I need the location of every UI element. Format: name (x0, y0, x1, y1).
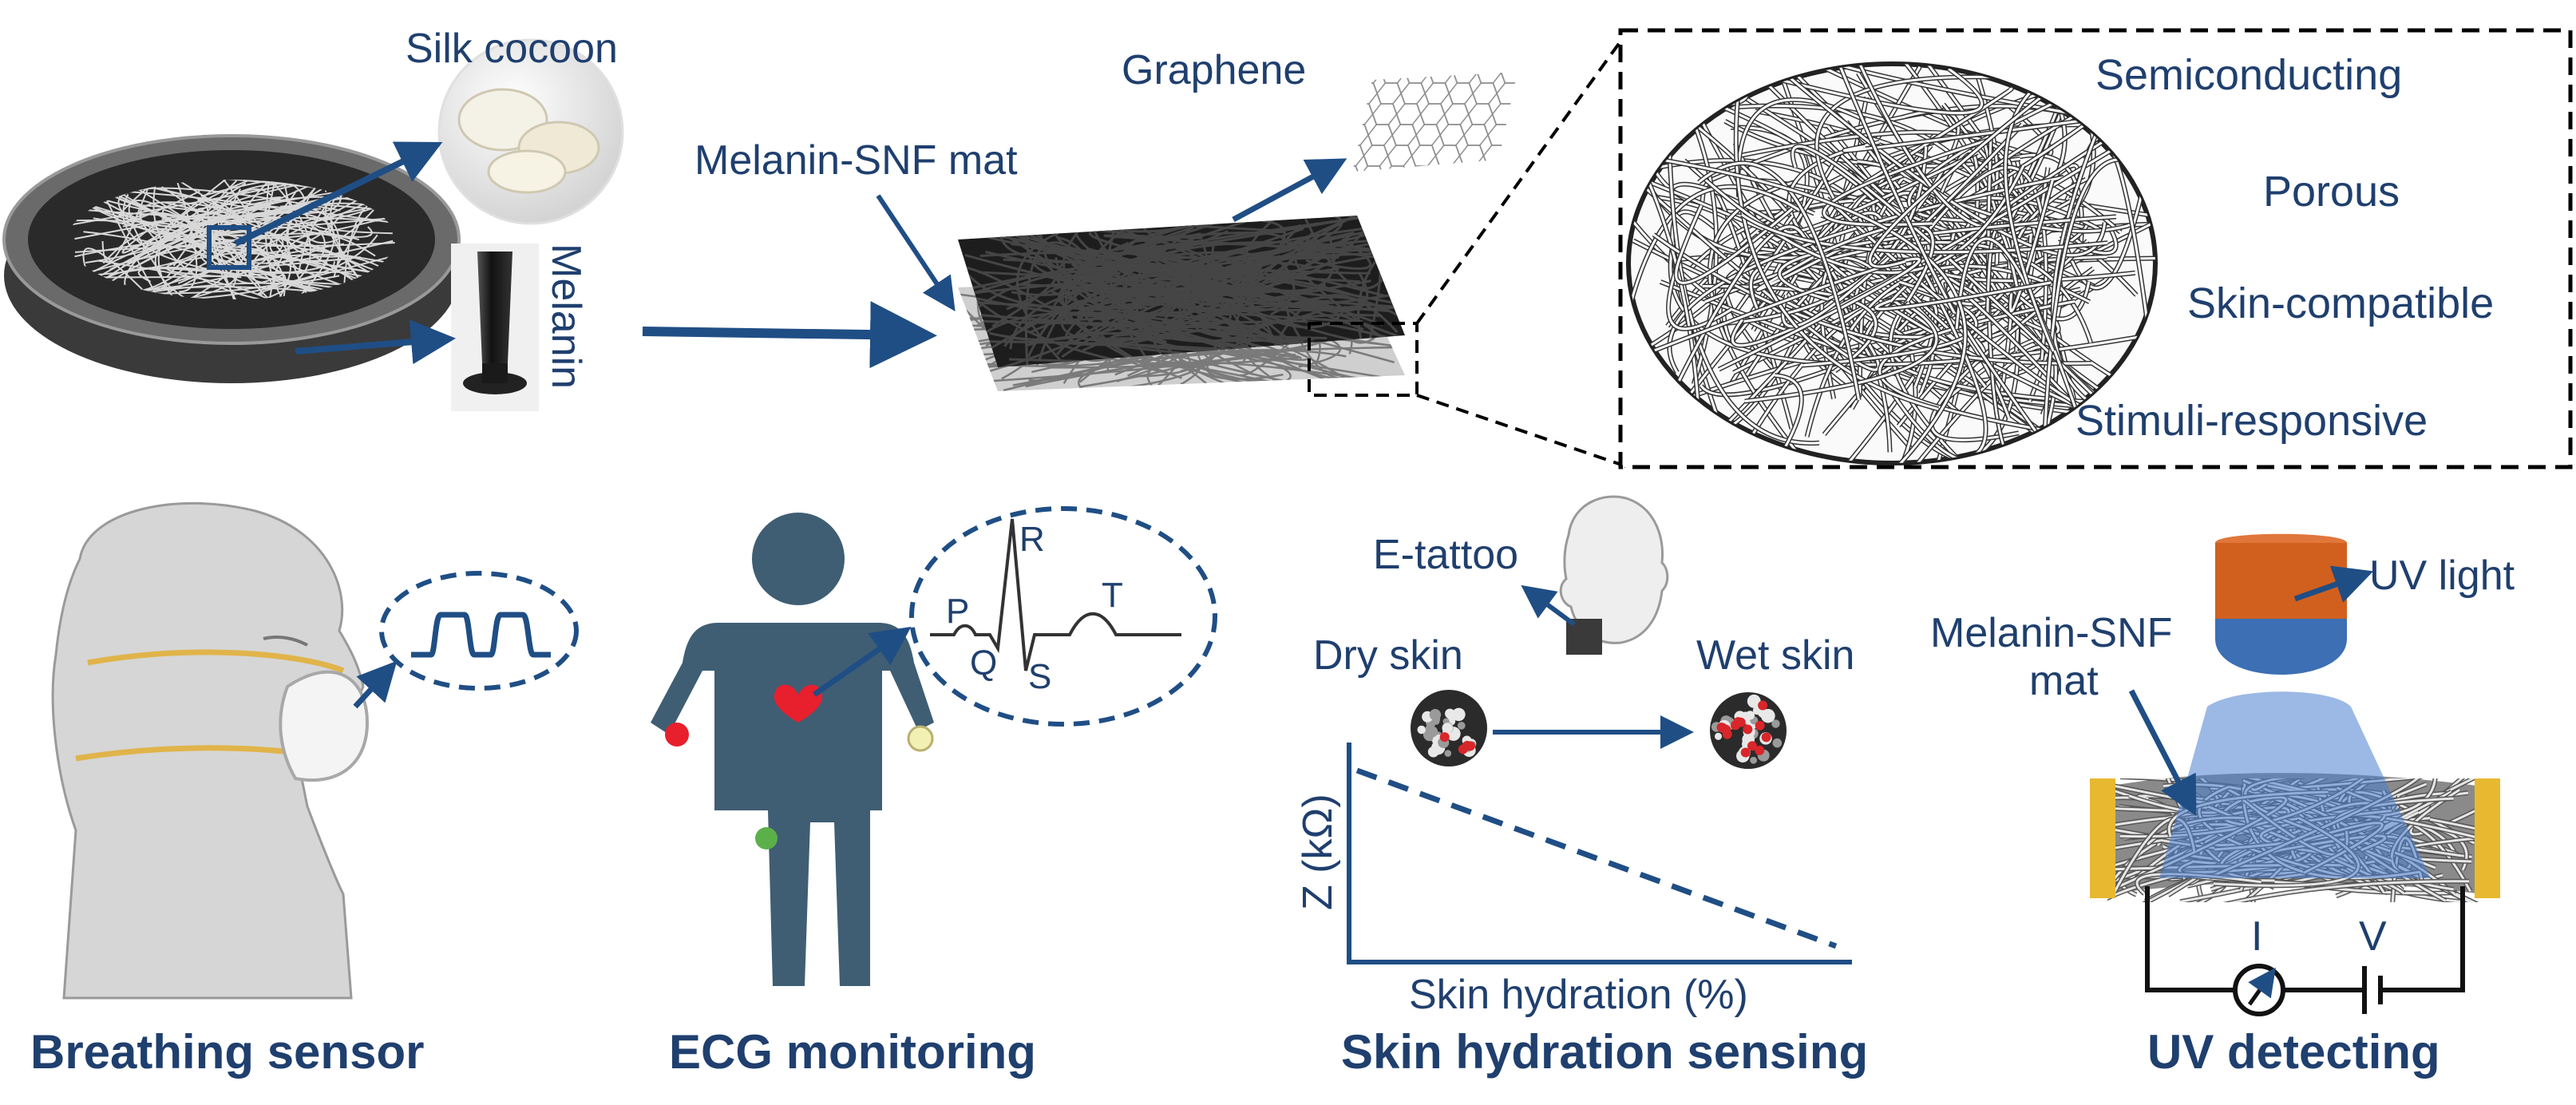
property-stimuli-responsive: Stimuli-responsive (2075, 397, 2428, 445)
yellow-electrode-icon (907, 725, 934, 752)
arrow-uv-mat (2128, 689, 2197, 817)
red-electrode-icon (665, 723, 689, 747)
arrow-to-ecg-signal (812, 626, 912, 697)
uv-mat-label-line2: mat (2029, 658, 2099, 704)
mat-zoom-box (1308, 322, 1419, 397)
current-label: I (2251, 913, 2262, 960)
right-electrode-icon (2475, 778, 2500, 898)
face-mask-icon (75, 649, 370, 782)
breathing-sensor-title: Breathing sensor (30, 1025, 424, 1079)
arrow-e-tattoo (1521, 584, 1576, 627)
melanin-snf-mat-label: Melanin-SNF mat (694, 137, 1018, 184)
melanin-label: Melanin (543, 244, 589, 389)
hydration-x-axis-label: Skin hydration (%) (1409, 972, 1748, 1018)
wet-skin-particle-icon (1710, 692, 1787, 769)
graphene-label: Graphene (1122, 47, 1306, 93)
silk-cocoon-icon (437, 38, 624, 225)
ecg-t-label: T (1102, 576, 1123, 615)
heart-icon (774, 684, 823, 723)
hydration-y-axis-label: Z (kΩ) (1295, 794, 1341, 910)
silk-cocoon-label: Silk cocoon (406, 26, 618, 72)
ecg-q-label: Q (970, 644, 997, 683)
impedance-trend-line (1355, 767, 1838, 949)
arrow-uv-light (2293, 565, 2374, 603)
uv-beam-icon (2159, 691, 2431, 878)
arrow-to-cocoon (234, 141, 443, 247)
breath-signal-bubble (379, 571, 579, 691)
uv-mat-label-line1: Melanin-SNF (1930, 610, 2172, 656)
graphene-sheet-icon (1352, 72, 1518, 172)
zoom-line-bottom (1416, 394, 1629, 469)
dry-skin-particle-icon (1411, 690, 1487, 766)
ecg-r-label: R (1019, 520, 1045, 559)
property-skin-compatible: Skin-compatible (2187, 279, 2494, 327)
dry-skin-label: Dry skin (1313, 632, 1463, 679)
green-electrode-icon (755, 827, 778, 850)
e-tattoo-label: E-tattoo (1373, 532, 1518, 578)
human-figure-icon (651, 513, 934, 986)
uv-light-label: UV light (2369, 552, 2515, 599)
fiber-network-icon (1626, 61, 2158, 465)
property-semiconducting: Semiconducting (2095, 51, 2402, 99)
voltage-label: V (2359, 913, 2387, 960)
wet-skin-label: Wet skin (1696, 632, 1854, 679)
ecg-p-label: P (946, 592, 969, 631)
arrow-graphene (1232, 158, 1347, 223)
hydration-axes (1347, 743, 1852, 964)
ammeter-needle (2247, 967, 2276, 1006)
zoom-box-icon (207, 225, 251, 270)
ecg-signal-bubble (909, 506, 1217, 727)
skin-hydration-title: Skin hydration sensing (1341, 1025, 1868, 1079)
melanin-vial-icon (451, 244, 539, 411)
arrow-label-to-mat (876, 194, 956, 311)
arrow-to-melanin (295, 319, 456, 365)
breath-waveform-icon (411, 612, 551, 658)
left-electrode-icon (2090, 778, 2115, 898)
uv-lamp-icon (2215, 533, 2347, 675)
head-front-icon (1559, 495, 1669, 655)
property-porous: Porous (2263, 168, 2400, 216)
ecg-monitoring-title: ECG monitoring (669, 1025, 1036, 1079)
circuit-wires (2145, 886, 2465, 992)
ecg-s-label: S (1028, 657, 1051, 696)
uv-detecting-title: UV detecting (2147, 1025, 2440, 1079)
arrow-to-mat (642, 301, 937, 369)
zoom-line-top (1415, 29, 1630, 325)
arrow-to-breath-signal (353, 660, 398, 709)
ecg-waveform-icon (930, 518, 1181, 671)
